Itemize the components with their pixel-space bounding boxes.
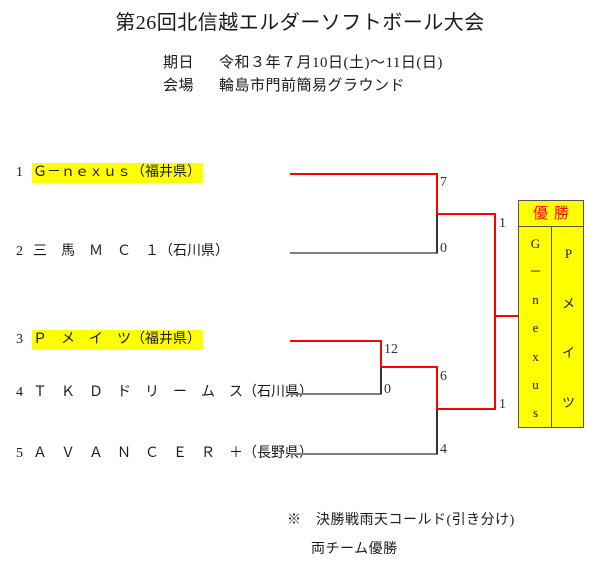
score-semifinal-lower-loser: 4 [440, 442, 447, 457]
footnote-2: 両チーム優勝 [311, 542, 398, 557]
team-name-2: 三 馬 Ｍ Ｃ １ [33, 244, 159, 259]
bracket-joiner-upper-dark [436, 213, 438, 253]
champion-char: メ [561, 295, 575, 311]
team-name-3: Ｐ メ イ ツ [33, 332, 131, 347]
champion-char: e [532, 320, 539, 336]
event-date-value: 令和３年７月10日(土)〜11日(日) [219, 55, 443, 71]
event-venue-value: 輪島市門前簡易グラウンド [219, 78, 406, 94]
team-row-1: 1 Ｇ－ｎｅｘｕｓ（福井県） [16, 163, 286, 183]
champion-divider [551, 227, 552, 428]
team-label-3: Ｐ メ イ ツ（福井県） [32, 330, 203, 350]
bracket-line-team5 [290, 453, 438, 455]
score-quarterfinal-loser: 0 [384, 382, 391, 397]
team-name-4: Ｔ Ｋ Ｄ ド リ ー ム ス [33, 385, 243, 400]
bracket-line-quarterfinal-winner [380, 366, 438, 368]
team-row-5: 5 Ａ Ｖ Ａ Ｎ Ｃ Ｅ Ｒ ＋（長野県） [16, 444, 313, 464]
team-label-4: Ｔ Ｋ Ｄ ド リ ー ム ス（石川県） [32, 383, 315, 403]
score-quarterfinal-winner: 12 [384, 342, 398, 357]
team-seed-1: 1 [16, 165, 23, 180]
bracket-line-team2 [290, 252, 438, 254]
bracket-line-semifinal-upper-winner [436, 213, 496, 215]
score-semifinal-upper-loser: 0 [440, 241, 447, 256]
team-label-1: Ｇ－ｎｅｘｕｓ（福井県） [32, 163, 203, 183]
score-semifinal-lower-winner: 6 [440, 369, 447, 384]
champion-char: イ [561, 345, 575, 361]
team-seed-3: 3 [16, 332, 23, 347]
champion-char: ツ [561, 394, 575, 410]
team-prefecture-4: （石川県） [243, 385, 313, 400]
champion-char: s [532, 405, 539, 421]
bracket-line-semifinal-lower-winner [436, 408, 496, 410]
team-row-4: 4 Ｔ Ｋ Ｄ ド リ ー ム ス（石川県） [16, 383, 313, 403]
bracket-line-team3 [290, 340, 382, 342]
event-venue-row: 会場 輪島市門前簡易グラウンド [163, 74, 405, 95]
page-title: 第26回北信越エルダーソフトボール大会 [115, 12, 485, 34]
team-name-1: Ｇ－ｎｅｘｕｓ [33, 165, 131, 180]
team-seed-5: 5 [16, 446, 23, 461]
footnote-1: ※ 決勝戦雨天コールド(引き分け) [287, 513, 515, 528]
champion-title: 優勝 [519, 201, 583, 227]
champion-char: x [532, 348, 539, 364]
champion-char: u [532, 377, 539, 393]
team-prefecture-5: （長野県） [243, 446, 313, 461]
bracket-joiner-final [494, 213, 496, 410]
champion-char: － [528, 263, 542, 279]
bracket-line-team4 [290, 393, 382, 395]
bracket-line-team1 [290, 173, 438, 175]
team-name-5: Ａ Ｖ Ａ Ｎ Ｃ Ｅ Ｒ ＋ [33, 446, 243, 461]
score-semifinal-upper-winner: 7 [440, 175, 447, 190]
champion-team-right: P メイツ [552, 229, 585, 427]
champion-char: G [530, 235, 541, 251]
team-label-5: Ａ Ｖ Ａ Ｎ Ｃ Ｅ Ｒ ＋（長野県） [32, 444, 315, 464]
score-final-lower: 1 [499, 397, 506, 412]
score-final-upper: 1 [499, 216, 506, 231]
bracket-joiner-lower1-red [380, 340, 382, 367]
team-seed-4: 4 [16, 385, 23, 400]
champion-char: n [532, 292, 539, 308]
team-label-2: 三 馬 Ｍ Ｃ １（石川県） [32, 242, 231, 262]
bracket-line-final-winner [494, 315, 520, 317]
event-date-label: 期日 [163, 55, 195, 71]
team-row-2: 2 三 馬 Ｍ Ｃ １（石川県） [16, 242, 286, 262]
team-prefecture-2: （石川県） [159, 244, 229, 259]
bracket-joiner-lower2-dark [436, 408, 438, 454]
event-venue-label: 会場 [163, 78, 195, 94]
champion-char: P [564, 246, 573, 262]
bracket-joiner-lower2-red [436, 366, 438, 409]
team-prefecture-1: （福井県） [131, 165, 201, 180]
event-date-row: 期日 令和３年７月10日(土)〜11日(日) [163, 51, 443, 72]
team-row-3: 3 Ｐ メ イ ツ（福井県） [16, 330, 286, 350]
team-prefecture-3: （福井県） [131, 332, 201, 347]
team-seed-2: 2 [16, 244, 23, 259]
bracket-joiner-upper-red [436, 173, 438, 214]
bracket-joiner-lower1-dark [380, 366, 382, 394]
